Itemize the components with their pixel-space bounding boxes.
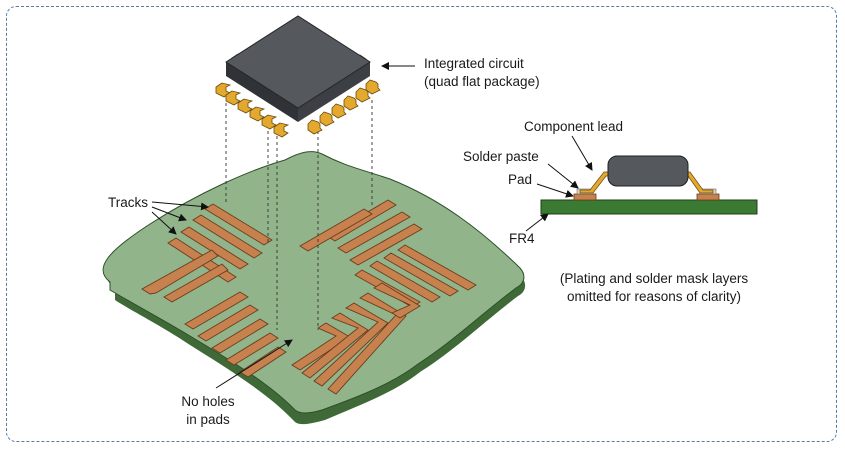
note-line1: (Plating and solder mask layers	[560, 271, 749, 286]
label-tracks: Tracks	[108, 195, 209, 235]
no-holes-label-line2: in pads	[186, 412, 230, 427]
ic-body-top	[225, 15, 371, 109]
pad-right	[696, 193, 720, 201]
label-no-holes: No holes in pads	[181, 339, 293, 427]
fr4-label: FR4	[509, 231, 535, 246]
copper-tracks	[141, 199, 477, 395]
solder-paste-label: Solder paste	[463, 149, 539, 164]
ic-label-line1: Integrated circuit	[424, 56, 524, 71]
alignment-guides	[225, 100, 373, 330]
board-top	[102, 151, 525, 414]
pcb-board	[102, 151, 526, 425]
pad-left	[573, 193, 597, 201]
integrated-circuit	[215, 15, 381, 138]
ic-body-right	[298, 62, 370, 122]
cross-section-labels: Component lead Solder paste Pad FR4 (Pla…	[463, 119, 748, 304]
cross-section	[540, 155, 758, 215]
component-lead-label: Component lead	[524, 119, 623, 134]
fr4-substrate	[540, 199, 758, 215]
component-body	[607, 155, 689, 187]
no-holes-label-line1: No holes	[181, 394, 235, 409]
component-lead-left	[579, 171, 613, 194]
pad-label: Pad	[508, 172, 532, 187]
ic-body-left	[226, 62, 298, 122]
label-integrated-circuit: Integrated circuit (quad flat package)	[381, 56, 540, 89]
ic-label-line2: (quad flat package)	[424, 74, 540, 89]
tracks-label: Tracks	[108, 195, 148, 210]
figure-frame	[6, 6, 837, 442]
note-line2: omitted for reasons of clarity)	[567, 289, 741, 304]
